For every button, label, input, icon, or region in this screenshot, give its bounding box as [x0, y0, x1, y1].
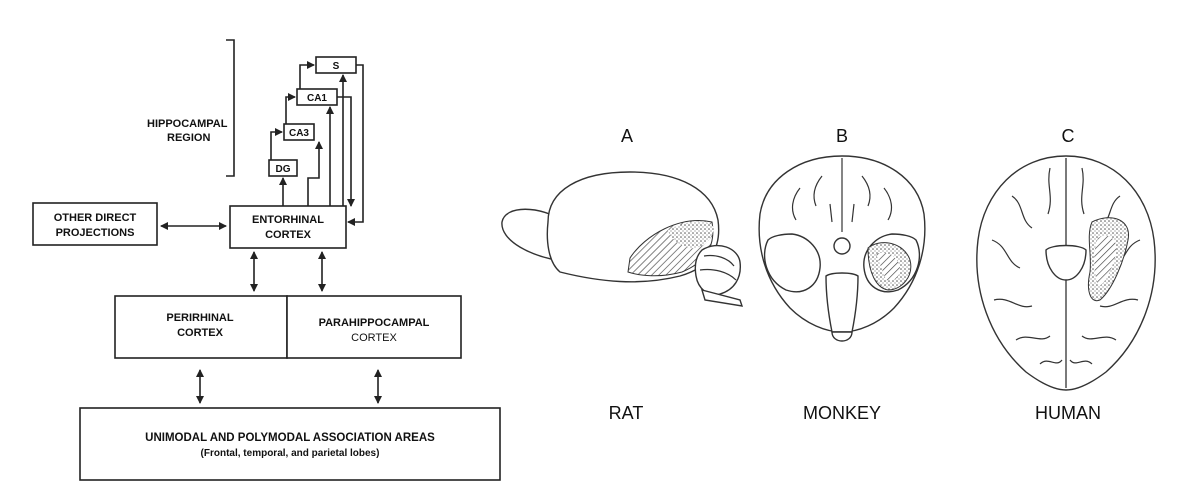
panel-letter-c: C [1062, 126, 1075, 146]
entorhinal-label-line2: CORTEX [265, 229, 312, 241]
hippocampal-flow-diagram: HIPPOCAMPAL REGION S CA1 CA3 DG ENTORHIN… [33, 40, 500, 480]
perirhinal-label-line1: PERIRHINAL [166, 312, 234, 324]
perirhinal-label-line2: CORTEX [177, 327, 224, 339]
other-direct-label-line1: OTHER DIRECT [54, 212, 137, 224]
panel-letter-a: A [621, 126, 633, 146]
entorhinal-label-line1: ENTORHINAL [252, 214, 324, 226]
ca1-label: CA1 [307, 93, 327, 104]
entorhinal-cortex-box [230, 206, 346, 248]
association-areas-box [80, 408, 500, 480]
species-label-human: HUMAN [1035, 403, 1101, 423]
monkey-brain-illustration [759, 156, 925, 341]
species-label-rat: RAT [609, 403, 644, 423]
parahippocampal-label-line2: CORTEX [351, 332, 397, 344]
association-title: UNIMODAL AND POLYMODAL ASSOCIATION AREAS [145, 432, 435, 444]
human-brain-panel: C HUMAN [977, 126, 1155, 423]
ca1-to-subiculum-arrow [300, 65, 314, 89]
rat-brain-panel: A RAT [502, 126, 742, 423]
dentate-gyrus-label: DG [276, 164, 291, 175]
parahippocampal-label-line1: PARAHIPPOCAMPAL [319, 317, 430, 329]
hippocampal-region-bracket [226, 40, 234, 176]
dg-to-ca3-arrow [271, 132, 282, 160]
panel-letter-b: B [836, 126, 848, 146]
rat-brain-illustration [502, 172, 742, 306]
hippocampal-region-label-line1: HIPPOCAMPAL [147, 118, 228, 130]
human-brain-illustration [977, 156, 1155, 390]
ca3-label: CA3 [289, 128, 309, 139]
monkey-brain-panel: B MONKEY [759, 126, 925, 423]
ec-to-ca3-arrow [308, 142, 319, 206]
ca3-to-ca1-arrow [286, 97, 295, 124]
species-label-monkey: MONKEY [803, 403, 881, 423]
association-subtitle: (Frontal, temporal, and parietal lobes) [201, 448, 380, 459]
other-direct-label-line2: PROJECTIONS [56, 227, 135, 239]
ca1-to-ec-arrow [337, 97, 351, 206]
subiculum-label: S [333, 61, 340, 72]
hippocampal-region-label-line2: REGION [167, 132, 210, 144]
